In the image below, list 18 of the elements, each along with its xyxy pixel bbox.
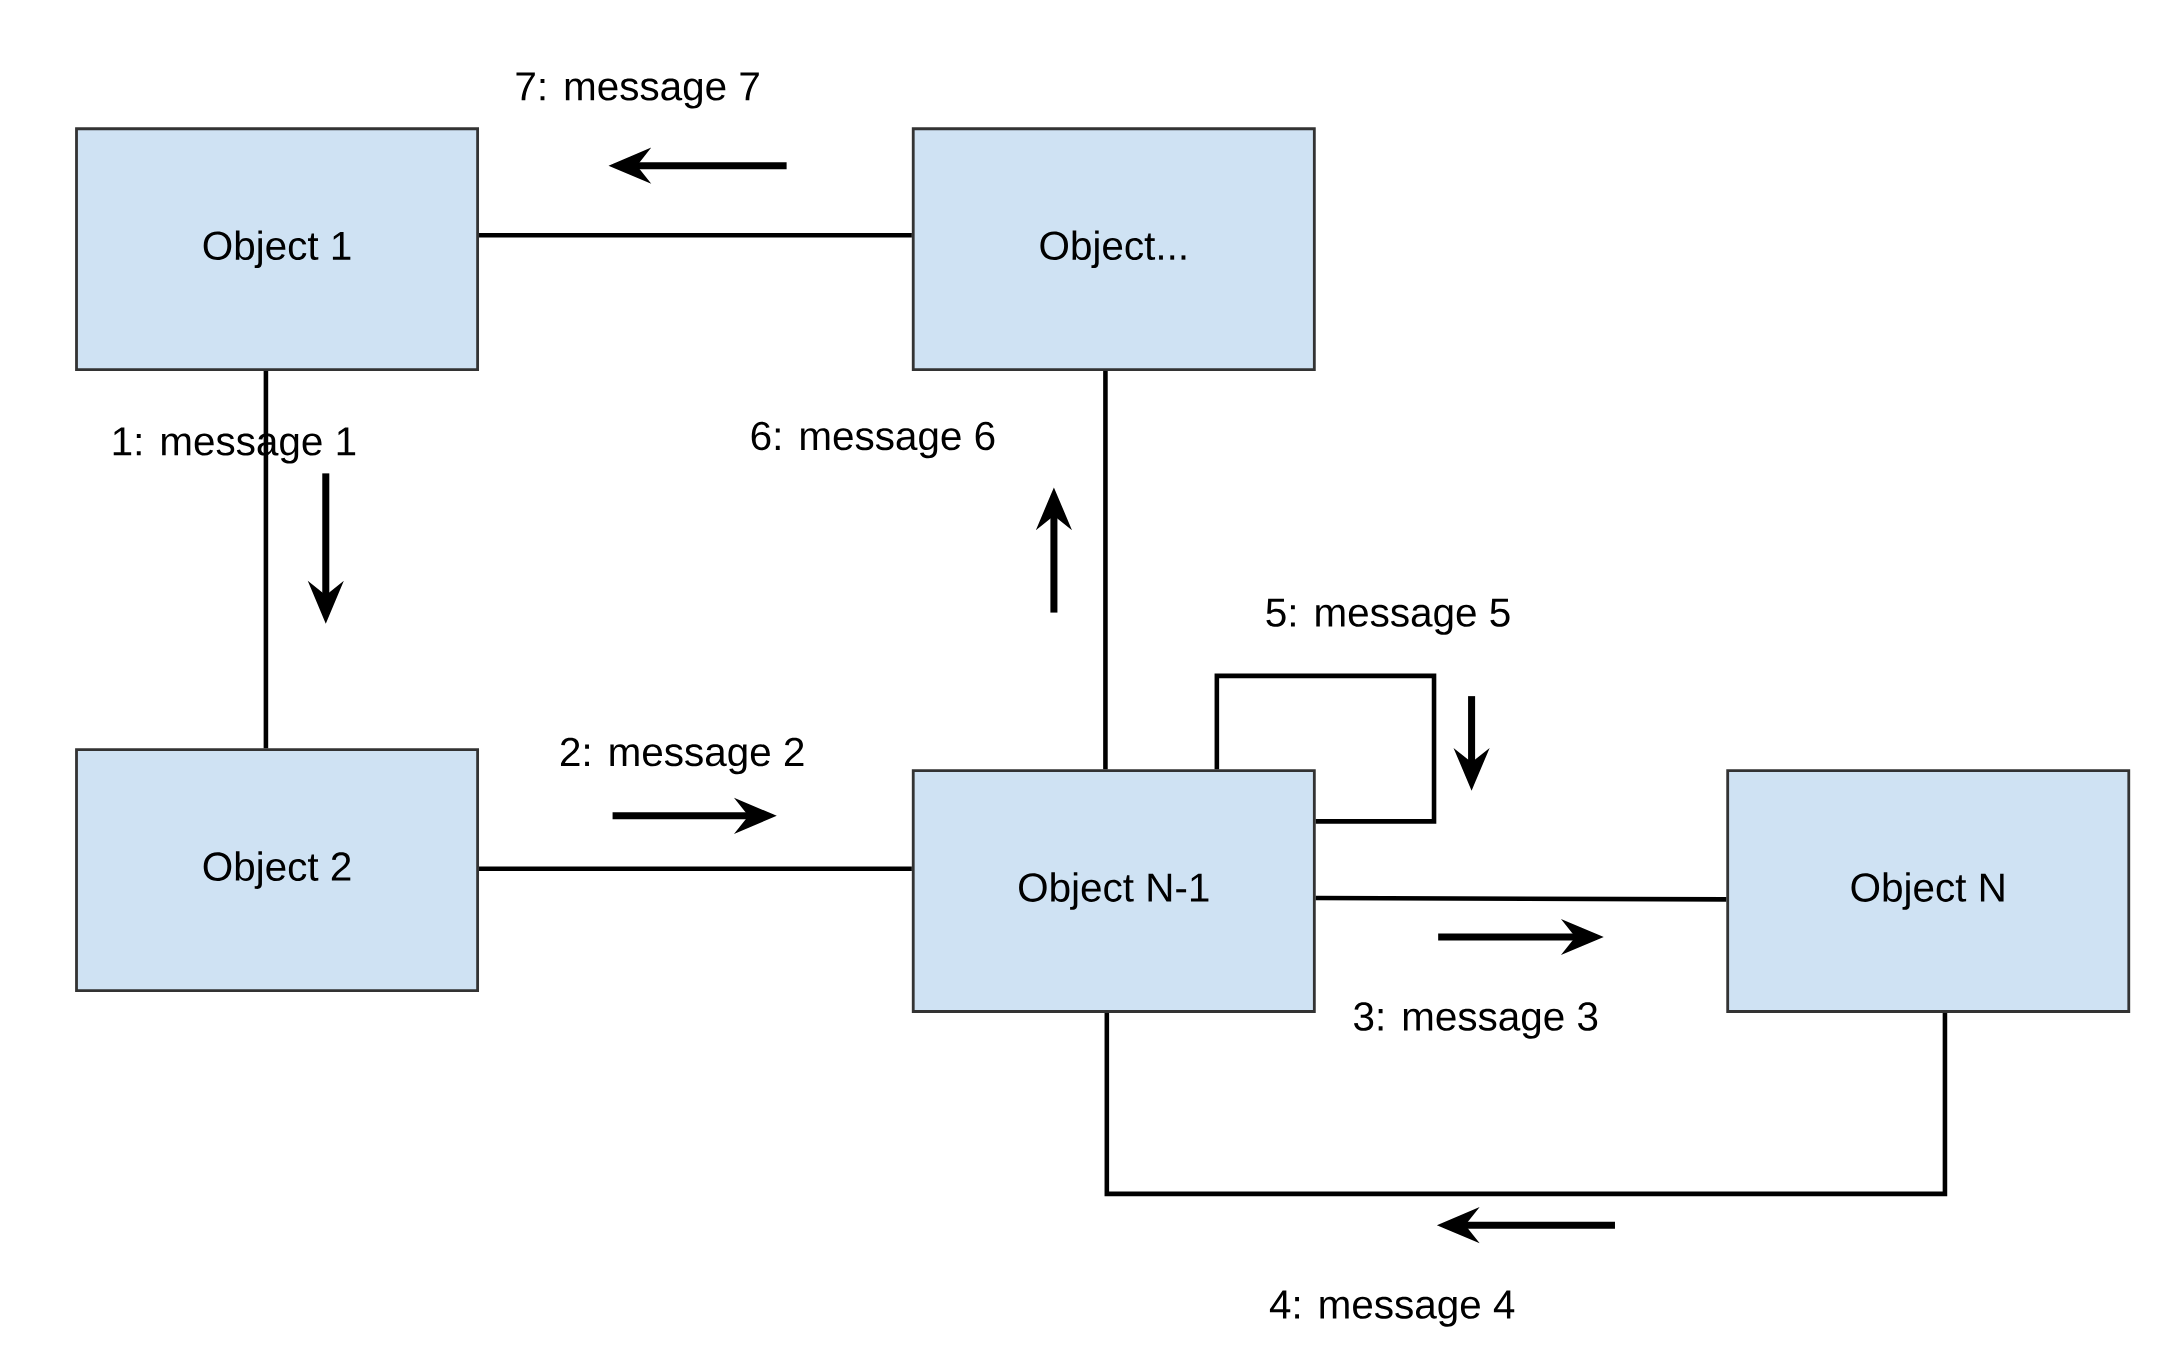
link-line (1104, 1012, 1948, 1196)
object-box: Object 1 (75, 127, 479, 371)
link-line (479, 232, 912, 238)
edge-label: 7: message 7 (516, 72, 759, 109)
link-line (263, 370, 269, 749)
object-box: Object N-1 (911, 769, 1316, 1013)
edge-label: 2: message 2 (561, 737, 804, 775)
link-line (1214, 673, 1437, 824)
link-line (1103, 370, 1108, 769)
object-box: Object 2 (75, 748, 479, 992)
edge-label: 6: message 6 (751, 421, 995, 459)
link-line (479, 866, 912, 871)
edge-label: 3: message 3 (1354, 1002, 1598, 1039)
edge-label: 5: message 5 (1266, 598, 1510, 635)
edge-label: 4: message 4 (1269, 1290, 1515, 1327)
object-box: Object... (911, 127, 1316, 371)
link-line (1315, 895, 1727, 902)
object-box: Object N (1726, 769, 2131, 1013)
